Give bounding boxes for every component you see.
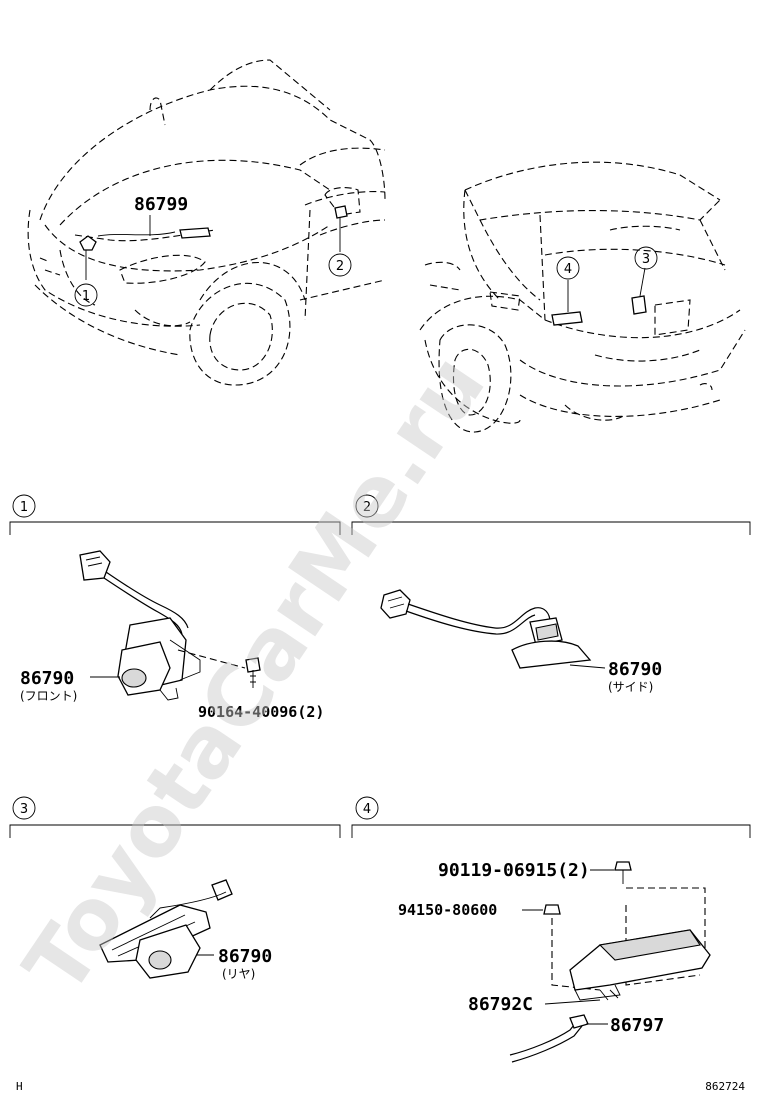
- section-2-marker: 2: [355, 494, 379, 518]
- footer-left-code: H: [16, 1080, 23, 1093]
- footer-diagram-number: 862724: [705, 1080, 745, 1093]
- section-2-part-number: 86790: [608, 659, 662, 680]
- callout-3-rear: 3: [634, 246, 658, 270]
- section-3-part-note: (リヤ): [222, 967, 255, 981]
- rear-vehicle-drawing: [419, 161, 746, 433]
- callout-1: 1: [74, 283, 98, 307]
- front-camera-drawing: [79, 550, 261, 701]
- section-4-harness-number: 86797: [610, 1015, 664, 1036]
- svg-text:3: 3: [642, 252, 650, 267]
- section-4-screw-number: 90119-06915(2): [438, 860, 590, 881]
- section-4-marker: 4: [355, 796, 379, 820]
- section-1-part-note: (フロント): [20, 689, 77, 703]
- section-3-part-number: 86790: [218, 946, 272, 967]
- section-headers: [9, 521, 751, 838]
- svg-text:1: 1: [82, 289, 90, 304]
- section-4-cover-number: 86792C: [468, 994, 533, 1015]
- callout-2: 2: [328, 253, 352, 277]
- section-1-marker: 1: [12, 494, 36, 518]
- section-4-nut-number: 94150-80600: [398, 901, 497, 919]
- section-3-marker: 3: [12, 796, 36, 820]
- svg-text:2: 2: [336, 259, 344, 274]
- section-1-part-number: 86790: [20, 668, 74, 689]
- svg-text:4: 4: [363, 802, 371, 817]
- section-2-part-note: (サイド): [608, 680, 653, 694]
- svg-text:4: 4: [564, 262, 572, 277]
- side-camera-drawing: [380, 589, 606, 669]
- svg-text:3: 3: [20, 802, 28, 817]
- front-vehicle-drawing: [27, 59, 386, 386]
- section-1-bolt-number: 90164-40096(2): [198, 703, 324, 721]
- cover-harness-drawing: [509, 861, 711, 1063]
- rear-camera-drawing: [99, 879, 233, 979]
- callout-4-rear: 4: [556, 256, 580, 280]
- overview-part-number: 86799: [134, 194, 188, 215]
- svg-text:2: 2: [363, 500, 371, 515]
- svg-text:1: 1: [20, 500, 28, 515]
